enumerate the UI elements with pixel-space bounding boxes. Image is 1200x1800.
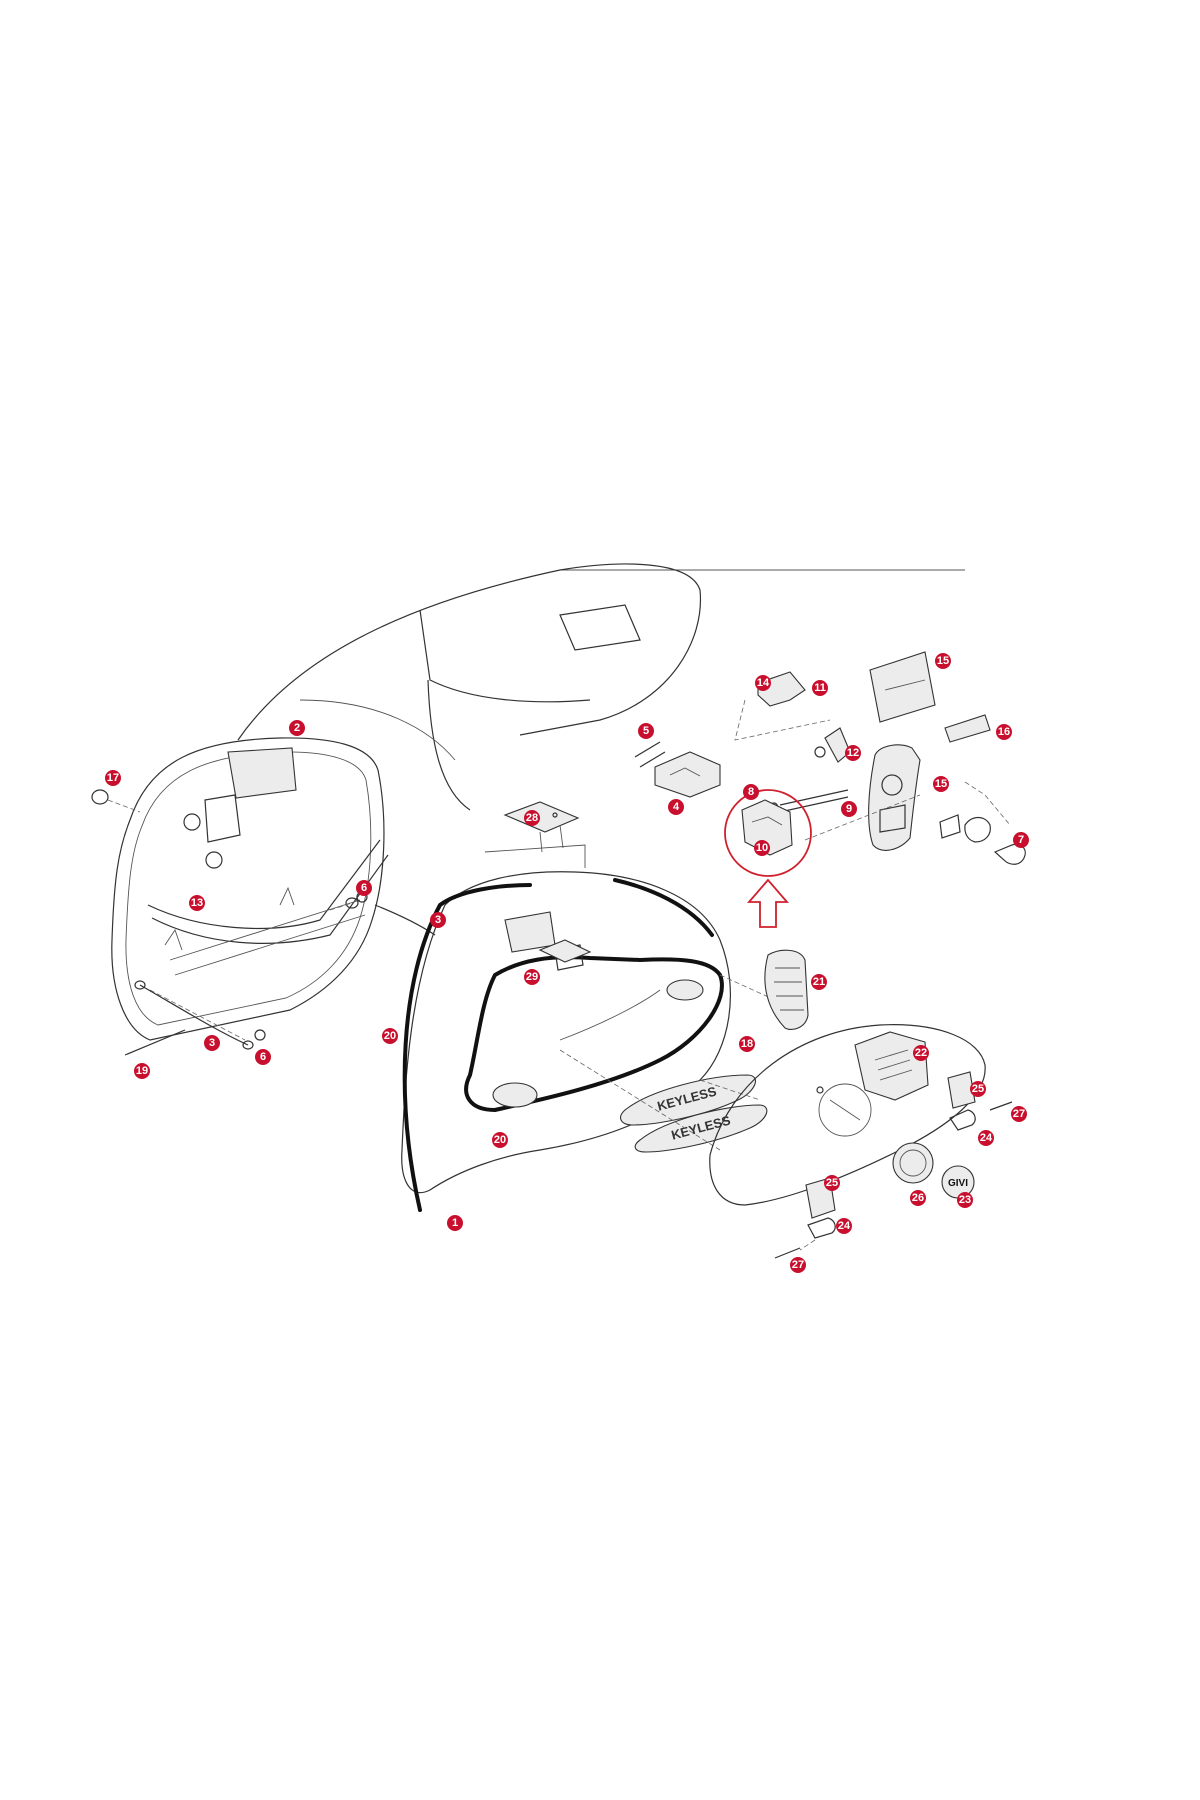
svg-text:29: 29 bbox=[526, 971, 538, 983]
svg-text:18: 18 bbox=[741, 1038, 753, 1050]
side-cover: GIVI bbox=[709, 1024, 1013, 1259]
part-badge: 1 bbox=[447, 1215, 463, 1231]
rear-case-outline bbox=[237, 563, 965, 811]
part-badge: 16 bbox=[996, 724, 1012, 740]
svg-text:6: 6 bbox=[260, 1051, 266, 1063]
svg-text:14: 14 bbox=[757, 677, 770, 689]
svg-text:20: 20 bbox=[384, 1030, 396, 1042]
part-badge: 6 bbox=[356, 880, 372, 896]
svg-text:25: 25 bbox=[826, 1177, 838, 1189]
part-badge: 29 bbox=[524, 969, 540, 985]
svg-text:15: 15 bbox=[935, 778, 947, 790]
part-badge: 27 bbox=[1011, 1106, 1027, 1122]
svg-text:9: 9 bbox=[846, 803, 852, 815]
svg-text:22: 22 bbox=[915, 1047, 927, 1059]
lock-mechanism bbox=[634, 651, 1026, 865]
emblem-badge bbox=[620, 1074, 757, 1126]
svg-text:3: 3 bbox=[435, 914, 441, 926]
brand-logo: GIVI bbox=[948, 1178, 968, 1189]
part-badge: 26 bbox=[910, 1190, 926, 1206]
part-badge: 20 bbox=[382, 1028, 398, 1044]
part-badge: 2 bbox=[289, 720, 305, 736]
svg-text:3: 3 bbox=[209, 1037, 215, 1049]
circle-highlight bbox=[724, 789, 812, 877]
svg-text:13: 13 bbox=[191, 897, 203, 909]
part-badge: 20 bbox=[492, 1132, 508, 1148]
part-badge: 5 bbox=[638, 723, 654, 739]
part-badge: 28 bbox=[524, 810, 540, 826]
svg-text:27: 27 bbox=[1013, 1108, 1025, 1120]
part-badge: 3 bbox=[204, 1035, 220, 1051]
part-badge: 15 bbox=[935, 653, 951, 669]
part-badge: 3 bbox=[430, 912, 446, 928]
svg-text:26: 26 bbox=[912, 1192, 924, 1204]
svg-text:25: 25 bbox=[972, 1083, 984, 1095]
svg-text:24: 24 bbox=[980, 1132, 993, 1144]
svg-text:21: 21 bbox=[813, 976, 825, 988]
part-badge: 24 bbox=[978, 1130, 994, 1146]
part-badge: 13 bbox=[189, 895, 205, 911]
svg-text:27: 27 bbox=[792, 1259, 804, 1271]
part-badge: 22 bbox=[913, 1045, 929, 1061]
part-badge: 15 bbox=[933, 776, 949, 792]
svg-text:17: 17 bbox=[107, 772, 119, 784]
case-inner-shell bbox=[91, 737, 436, 1056]
svg-text:4: 4 bbox=[673, 801, 680, 813]
svg-text:20: 20 bbox=[494, 1134, 506, 1146]
case-body: KEYLESS KEYLESS bbox=[401, 871, 776, 1212]
svg-text:5: 5 bbox=[643, 725, 649, 737]
svg-text:16: 16 bbox=[998, 726, 1010, 738]
part-badge: 8 bbox=[743, 784, 759, 800]
part-badge: 23 bbox=[957, 1192, 973, 1208]
svg-text:23: 23 bbox=[959, 1194, 971, 1206]
svg-text:8: 8 bbox=[748, 786, 754, 798]
part-badge: 25 bbox=[970, 1081, 986, 1097]
part-badge: 25 bbox=[824, 1175, 840, 1191]
part-badge: 19 bbox=[134, 1063, 150, 1079]
part-badge: 27 bbox=[790, 1257, 806, 1273]
svg-text:2: 2 bbox=[294, 722, 300, 734]
part-badge: 9 bbox=[841, 801, 857, 817]
part-number-badges: 1 2 3 3 4 5 6 6 7 8 9 10 11 12 13 14 15 … bbox=[105, 653, 1029, 1273]
part-badge: 7 bbox=[1013, 832, 1029, 848]
part-badge: 17 bbox=[105, 770, 121, 786]
part-badge: 6 bbox=[255, 1049, 271, 1065]
svg-text:28: 28 bbox=[526, 812, 538, 824]
svg-text:12: 12 bbox=[847, 747, 859, 759]
part-badge: 11 bbox=[812, 680, 828, 696]
gasket-inner bbox=[464, 955, 724, 1112]
part-badge: 14 bbox=[755, 675, 771, 691]
part-badge: 18 bbox=[739, 1036, 755, 1052]
gasket-outer bbox=[402, 883, 532, 1212]
up-arrow-icon bbox=[747, 878, 789, 928]
part-badge: 24 bbox=[836, 1218, 852, 1234]
svg-text:19: 19 bbox=[136, 1065, 148, 1077]
reflector-panel bbox=[764, 949, 809, 1031]
part-badge: 21 bbox=[811, 974, 827, 990]
latch-highlight bbox=[724, 789, 812, 928]
svg-text:24: 24 bbox=[838, 1220, 851, 1232]
part-badge: 10 bbox=[754, 840, 770, 856]
svg-text:1: 1 bbox=[452, 1217, 458, 1229]
part-badge: 12 bbox=[845, 745, 861, 761]
part-badge: 4 bbox=[668, 799, 684, 815]
svg-text:15: 15 bbox=[937, 655, 949, 667]
svg-text:11: 11 bbox=[814, 682, 826, 694]
svg-text:10: 10 bbox=[756, 842, 768, 854]
svg-text:6: 6 bbox=[361, 882, 367, 894]
svg-text:7: 7 bbox=[1018, 834, 1024, 846]
hinge-parts bbox=[484, 801, 592, 963]
